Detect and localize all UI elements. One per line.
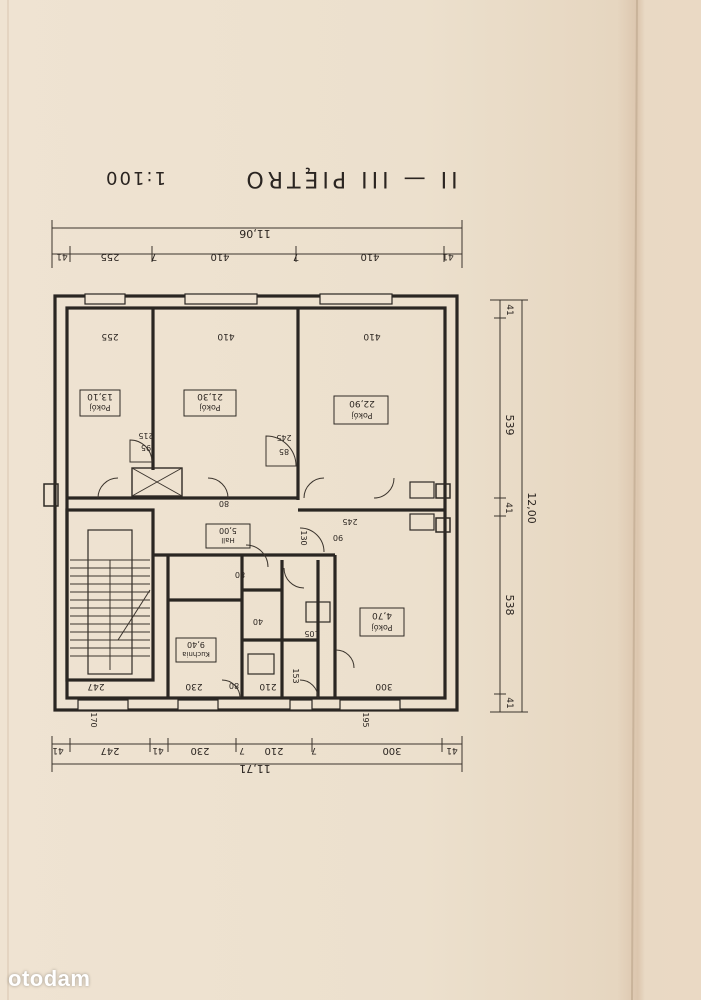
svg-text:230: 230 — [190, 745, 209, 756]
svg-text:410: 410 — [217, 331, 234, 341]
svg-text:85: 85 — [279, 447, 289, 456]
svg-text:410: 410 — [360, 251, 379, 262]
svg-text:245: 245 — [342, 517, 357, 526]
svg-text:245: 245 — [276, 433, 291, 442]
bottom-total-dimension: 11,71 — [239, 762, 271, 775]
svg-text:41: 41 — [442, 251, 453, 261]
interior-walls — [65, 308, 445, 698]
svg-text:41: 41 — [56, 251, 67, 261]
watermark-logo: otodam — [8, 966, 91, 991]
svg-text:41: 41 — [52, 745, 63, 755]
room-1-area: 13,10 — [87, 391, 113, 401]
right-dimensions: 539 538 41 41 41 12,00 — [490, 299, 538, 713]
svg-text:247: 247 — [100, 745, 119, 756]
top-dimensions: 11,06 41 255 7 410 7 410 41 — [51, 220, 463, 268]
door-swings — [97, 435, 395, 699]
window-bottom-2 — [177, 699, 219, 711]
svg-text:539: 539 — [503, 415, 516, 436]
paper-fold-line — [631, 0, 638, 1000]
svg-text:41: 41 — [446, 745, 457, 755]
svg-text:410: 410 — [210, 251, 229, 262]
svg-text:170: 170 — [89, 712, 98, 727]
hall-name: Hall — [221, 536, 234, 544]
kitchen-area: 9,40 — [187, 640, 205, 649]
window-bottom-1 — [77, 699, 129, 711]
svg-text:105: 105 — [304, 629, 319, 638]
inner-dimension-labels: 255 410 410 247 230 210 300 — [87, 331, 392, 691]
svg-text:538: 538 — [503, 595, 516, 616]
title-group: II — III PIĘTRO 1:100 — [104, 166, 458, 191]
svg-text:247: 247 — [87, 681, 104, 691]
staircase — [70, 559, 151, 670]
svg-text:80: 80 — [229, 681, 239, 690]
svg-text:300: 300 — [382, 745, 401, 756]
svg-text:80: 80 — [235, 570, 245, 579]
room-2-area: 21,30 — [197, 391, 223, 401]
svg-text:130: 130 — [299, 530, 308, 545]
svg-text:210: 210 — [259, 681, 276, 691]
room-1-name: Pokój — [90, 403, 111, 413]
room-3-area: 22,90 — [349, 398, 375, 408]
plan-title: II — III PIĘTRO — [242, 166, 457, 191]
plan-scale: 1:100 — [104, 167, 166, 188]
room-labels: Pokój 13,10 Pokój 21,30 Pokój 22,90 Pokó… — [79, 389, 405, 663]
svg-text:41: 41 — [503, 502, 513, 513]
window-top-3 — [319, 293, 393, 305]
room-2-name: Pokój — [200, 403, 221, 413]
outer-walls — [43, 293, 459, 712]
svg-text:7: 7 — [293, 251, 299, 262]
hall-area: 5,00 — [219, 526, 237, 535]
svg-text:195: 195 — [361, 712, 370, 727]
svg-text:153: 153 — [291, 668, 300, 683]
window-top-1 — [84, 293, 126, 305]
svg-text:90: 90 — [333, 533, 343, 542]
room-4-area: 4,70 — [372, 610, 392, 620]
svg-text:41: 41 — [504, 304, 514, 315]
svg-text:215: 215 — [138, 431, 153, 440]
svg-text:255: 255 — [101, 331, 118, 341]
window-bottom-4 — [339, 699, 401, 711]
svg-text:41: 41 — [504, 697, 514, 708]
svg-text:41: 41 — [152, 745, 163, 755]
kitchen-name: Kuchnia — [182, 650, 210, 658]
svg-text:230: 230 — [185, 681, 202, 691]
top-total-dimension: 11,06 — [239, 227, 271, 240]
svg-text:7: 7 — [311, 745, 317, 755]
bottom-dimensions: 41 247 41 230 7 210 7 300 41 11,71 — [51, 736, 463, 775]
chimney-boxes — [131, 467, 435, 675]
door-dimension-labels: 95 215 85 245 80 245 90 130 80 40 105 80… — [89, 431, 370, 728]
window-top-2 — [184, 293, 258, 305]
right-total-dimension: 12,00 — [525, 492, 538, 524]
svg-text:40: 40 — [253, 617, 263, 626]
room-4-name: Pokój — [372, 623, 393, 633]
svg-text:300: 300 — [375, 681, 392, 691]
svg-text:7: 7 — [151, 251, 157, 262]
svg-text:80: 80 — [219, 499, 229, 508]
room-3-name: Pokój — [352, 411, 373, 421]
svg-text:410: 410 — [363, 331, 380, 341]
window-bottom-3 — [289, 699, 313, 711]
svg-text:255: 255 — [100, 251, 119, 262]
svg-text:210: 210 — [264, 745, 283, 756]
svg-text:7: 7 — [239, 745, 245, 755]
svg-text:95: 95 — [141, 443, 151, 452]
